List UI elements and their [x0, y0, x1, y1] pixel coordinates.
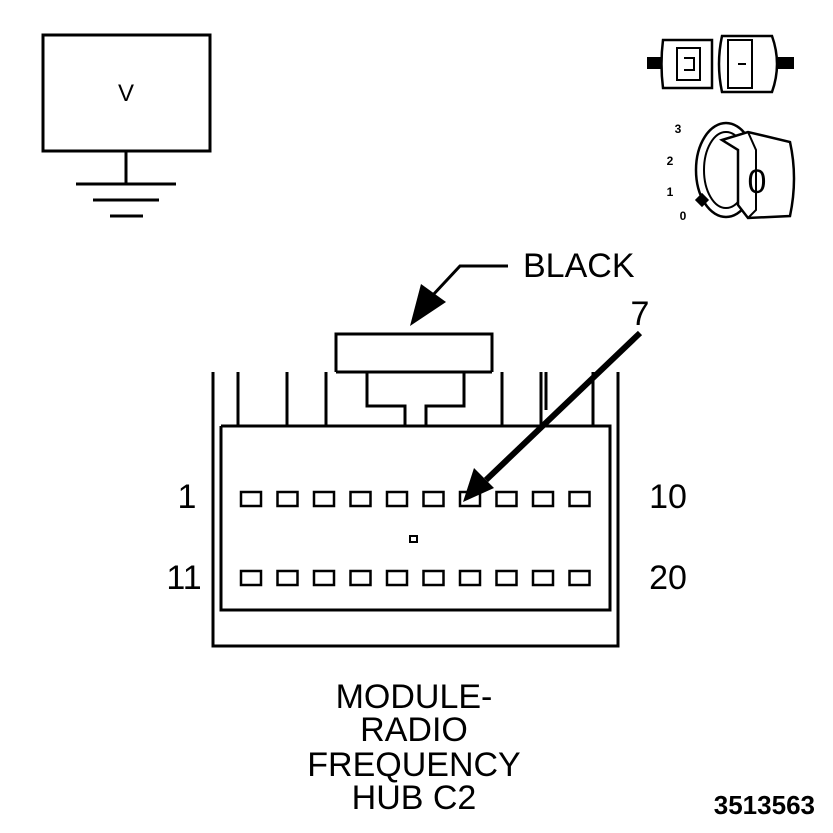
- voltmeter-icon: V: [41, 33, 212, 218]
- pin-cavity-12: [276, 569, 299, 587]
- pin-cavity-9: [531, 490, 555, 508]
- pin-cavity-6: [422, 490, 445, 508]
- figure-id: 3513563: [714, 790, 815, 820]
- title-line-1: MODULE-: [336, 678, 493, 716]
- ignition-key-icon: 3 2 1 0 0: [667, 121, 796, 223]
- connector-disconnected-icon: [647, 34, 794, 94]
- ignition-key-label: 0: [748, 163, 767, 201]
- voltmeter-symbol: V: [118, 80, 134, 107]
- pin-label-bottom-right: 20: [649, 559, 687, 597]
- title-line-3: FREQUENCY: [307, 746, 520, 784]
- pin-cavity-17: [458, 569, 482, 587]
- pin-label-top-right: 10: [649, 478, 687, 516]
- pin-cavity-11: [239, 569, 263, 587]
- pin-cavity-20: [568, 569, 591, 587]
- top-pin-row: [239, 490, 591, 508]
- bottom-pin-row: [239, 569, 591, 587]
- connector-body: [211, 332, 620, 648]
- pin-cavity-14: [349, 569, 372, 587]
- ignition-position-3: 3: [675, 122, 682, 136]
- pin-cavity-1: [239, 490, 263, 508]
- title-line-4: HUB C2: [352, 779, 477, 817]
- pin-cavity-5: [385, 490, 409, 508]
- pin-cavity-15: [385, 569, 409, 587]
- connector-color-label: BLACK: [523, 247, 635, 285]
- pointed-pin-label: 7: [631, 295, 650, 333]
- pin-cavity-3: [312, 490, 336, 508]
- pin-label-top-left: 1: [178, 478, 197, 516]
- title-line-2: RADIO: [360, 711, 468, 749]
- ground-icon: [76, 182, 176, 218]
- pin-cavity-13: [312, 569, 336, 587]
- pin-cavity-19: [531, 569, 555, 587]
- ignition-position-2: 2: [667, 154, 674, 168]
- pin-cavity-16: [422, 569, 445, 587]
- pin-cavity-2: [276, 490, 299, 508]
- pin-cavity-4: [349, 490, 372, 508]
- pin-cavity-8: [495, 490, 518, 508]
- pin-cavity-10: [568, 490, 591, 508]
- pin-label-bottom-left: 11: [166, 559, 201, 597]
- pin-cavity-18: [495, 569, 518, 587]
- color-callout-arrow: [410, 264, 508, 326]
- pin-callout-arrow: [463, 330, 643, 502]
- ignition-position-1: 1: [667, 185, 674, 199]
- ignition-position-0: 0: [680, 209, 687, 223]
